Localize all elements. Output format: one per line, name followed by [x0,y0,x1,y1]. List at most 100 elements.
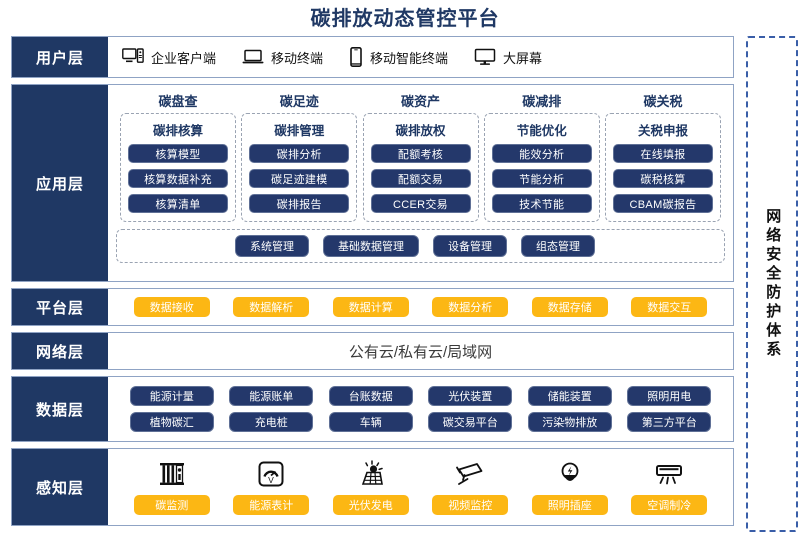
data-pill-vehicle[interactable]: 车辆 [328,412,413,432]
data-layer-band: 数据层 能源计量 能源账单 台账数据 光伏装置 储能装置 照明用电 植物碳汇 充… [11,376,734,442]
sensing-layer-label: 感知层 [12,449,108,525]
data-layer-body: 能源计量 能源账单 台账数据 光伏装置 储能装置 照明用电 植物碳汇 充电桩 车… [108,377,733,441]
app-column-carbon-tariff: 碳关税 关税申报 在线填报 碳税核算 CBAM碳报告 [605,91,721,222]
app-box-title: 碳排管理 [274,124,325,138]
app-pill[interactable]: 核算数据补充 [128,169,228,188]
application-columns: 碳盘查 碳排核算 核算模型 核算数据补充 核算清单 碳足迹 碳排管理 碳排分析 [116,91,725,222]
laptop-icon [242,48,264,66]
app-column-box: 节能优化 能效分析 节能分析 技术节能 [483,113,600,222]
network-layer-band: 网络层 公有云/私有云/局域网 [11,332,734,370]
user-item-label: 大屏幕 [503,50,543,66]
data-pill-lighting-power[interactable]: 照明用电 [627,386,712,406]
app-pill[interactable]: 技术节能 [491,194,592,213]
layer-stack: 用户层 企业客户端 移动终端 [11,36,734,526]
platform-pill-data-parse[interactable]: 数据解析 [233,297,310,317]
app-pill[interactable]: 配额交易 [370,169,471,188]
app-column-title: 碳盘查 [158,94,198,109]
sensing-item-label[interactable]: 空调制冷 [631,495,708,515]
sensing-item-air-conditioning[interactable]: 空调制冷 [626,459,712,515]
app-pill[interactable]: CBAM碳报告 [613,194,713,213]
network-layer-text: 公有云/私有云/局域网 [348,343,493,361]
sensing-item-label[interactable]: 照明插座 [531,495,608,515]
platform-pill-data-storage[interactable]: 数据存储 [531,297,608,317]
network-layer-label: 网络层 [12,333,108,369]
data-pill-energy-metering[interactable]: 能源计量 [129,386,214,406]
user-item-smart-mobile-terminal[interactable]: 移动智能终端 [349,47,448,67]
security-system-label: 网络安全防护体系 [764,208,782,360]
app-pill[interactable]: 能效分析 [491,144,592,163]
app-pill[interactable]: 核算模型 [128,144,228,163]
sensing-item-pv-generation[interactable]: 光伏发电 [328,459,414,515]
app-pill[interactable]: 碳足迹建模 [249,169,350,188]
app-pill[interactable]: 在线填报 [613,144,713,163]
app-column-carbon-footprint: 碳足迹 碳排管理 碳排分析 碳足迹建模 碳排报告 [241,91,358,222]
data-row-2: 植物碳汇 充电桩 车辆 碳交易平台 污染物排放 第三方平台 [122,412,719,432]
data-row-1: 能源计量 能源账单 台账数据 光伏装置 储能装置 照明用电 [122,386,719,406]
app-pill[interactable]: 配额考核 [370,144,471,163]
platform-pill-data-receive[interactable]: 数据接收 [133,297,210,317]
application-layer-band: 应用层 碳盘查 碳排核算 核算模型 核算数据补充 核算清单 碳足迹 [11,84,734,282]
sensing-item-label[interactable]: 碳监测 [133,495,210,515]
app-column-title: 碳关税 [643,94,683,109]
strip-pill-configuration-management[interactable]: 组态管理 [521,235,595,257]
app-column-box: 碳排核算 核算模型 核算数据补充 核算清单 [120,113,236,222]
sensing-items-row: 碳监测 V 能源表计 光伏发电 [108,449,733,525]
desktop-tower-icon [122,48,144,66]
solar-panel-icon [356,459,386,489]
app-pill[interactable]: 节能分析 [491,169,592,188]
sensing-layer-band: 感知层 碳监测 V 能源表计 [11,448,734,526]
platform-pill-data-compute[interactable]: 数据计算 [332,297,409,317]
strip-pill-device-management[interactable]: 设备管理 [433,235,507,257]
platform-pill-data-exchange[interactable]: 数据交互 [631,297,708,317]
security-system-bar: 网络安全防护体系 [746,36,798,532]
user-item-label: 移动终端 [271,50,324,66]
data-pill-ledger-data[interactable]: 台账数据 [328,386,413,406]
cctv-camera-icon [454,459,486,489]
user-items-row: 企业客户端 移动终端 移动智能终端 [108,37,733,77]
app-pill[interactable]: CCER交易 [370,194,471,213]
platform-pill-data-analysis[interactable]: 数据分析 [432,297,509,317]
user-item-enterprise-client[interactable]: 企业客户端 [122,48,216,67]
app-column-box: 碳排管理 碳排分析 碳足迹建模 碳排报告 [241,113,358,222]
air-conditioner-icon [653,459,685,489]
data-items-grid: 能源计量 能源账单 台账数据 光伏装置 储能装置 照明用电 植物碳汇 充电桩 车… [108,380,733,438]
strip-pill-base-data-management[interactable]: 基础数据管理 [323,235,419,257]
data-pill-storage-device[interactable]: 储能装置 [527,386,612,406]
platform-layer-body: 数据接收 数据解析 数据计算 数据分析 数据存储 数据交互 [108,289,733,325]
data-pill-third-party-platform[interactable]: 第三方平台 [627,412,712,432]
application-layer-body: 碳盘查 碳排核算 核算模型 核算数据补充 核算清单 碳足迹 碳排管理 碳排分析 [108,85,733,281]
user-layer-label: 用户层 [12,37,108,77]
sensing-item-video-surveillance[interactable]: 视频监控 [427,459,513,515]
data-pill-pollutant-emission[interactable]: 污染物排放 [527,412,612,432]
sensing-item-label[interactable]: 视频监控 [432,495,509,515]
data-pill-charging-pile[interactable]: 充电桩 [229,412,314,432]
application-management-strip: 系统管理 基础数据管理 设备管理 组态管理 [116,229,725,263]
data-pill-pv-device[interactable]: 光伏装置 [428,386,513,406]
carbon-sensor-icon [157,459,187,489]
app-pill[interactable]: 核算清单 [128,194,228,213]
user-item-mobile-terminal[interactable]: 移动终端 [242,48,323,67]
sensing-item-carbon-monitoring[interactable]: 碳监测 [129,459,215,515]
app-column-box: 碳排放权 配额考核 配额交易 CCER交易 [362,113,479,222]
platform-items-row: 数据接收 数据解析 数据计算 数据分析 数据存储 数据交互 [108,297,733,317]
data-pill-plant-carbon-sink[interactable]: 植物碳汇 [129,412,214,432]
data-pill-carbon-trading-platform[interactable]: 碳交易平台 [428,412,513,432]
app-column-title: 碳足迹 [279,94,319,109]
data-pill-energy-bill[interactable]: 能源账单 [229,386,314,406]
app-pill[interactable]: 碳税核算 [613,169,713,188]
svg-text:V: V [268,475,274,485]
user-layer-band: 用户层 企业客户端 移动终端 [11,36,734,78]
app-pill[interactable]: 碳排报告 [249,194,350,213]
app-pill[interactable]: 碳排分析 [249,144,350,163]
sensing-item-label[interactable]: 能源表计 [233,495,310,515]
sensing-item-label[interactable]: 光伏发电 [332,495,409,515]
sensing-item-lighting-socket[interactable]: 照明插座 [527,459,613,515]
lightbulb-icon [555,459,585,489]
platform-layer-band: 平台层 数据接收 数据解析 数据计算 数据分析 数据存储 数据交互 [11,288,734,326]
sensing-item-energy-meter[interactable]: V 能源表计 [228,459,314,515]
user-item-large-screen[interactable]: 大屏幕 [474,48,542,67]
network-layer-body: 公有云/私有云/局域网 [108,333,733,369]
strip-pill-system-management[interactable]: 系统管理 [235,235,309,257]
app-column-carbon-inventory: 碳盘查 碳排核算 核算模型 核算数据补充 核算清单 [120,91,236,222]
